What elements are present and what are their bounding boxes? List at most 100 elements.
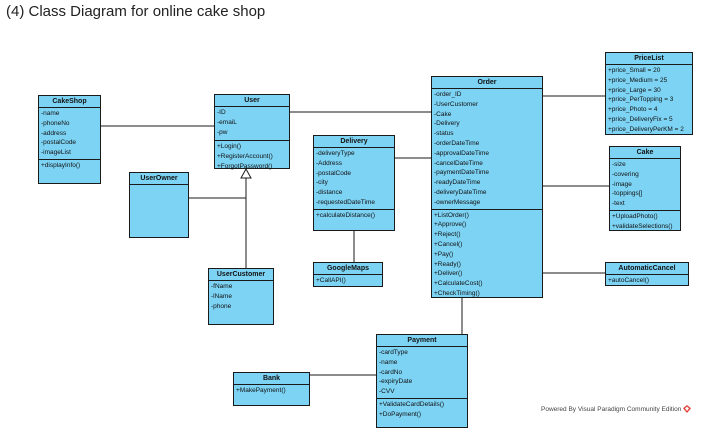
attributes-section: -order_ID -UserCustomer -Cake -Delivery … (432, 89, 542, 210)
attributes-section: +price_Small = 20 +price_Medium = 25 +pr… (606, 65, 692, 136)
class-name: AutomaticCancel (606, 263, 688, 275)
attribute: -UserCustomer (434, 100, 479, 108)
operation: +displayInfo() (41, 161, 81, 169)
class-name: CakeShop (39, 96, 100, 108)
class-cakeshop[interactable]: CakeShop -name -phoneNo -address -postal… (38, 95, 101, 184)
class-payment[interactable]: Payment -cardType -name -cardNo -expiryD… (376, 334, 468, 428)
attribute: -Cake (434, 110, 452, 118)
operation: +Ready() (434, 260, 461, 268)
attribute: -text (612, 200, 625, 208)
class-name: Cake (610, 147, 680, 159)
attribute: -cardType (379, 349, 408, 356)
attribute: +price_Small = 20 (608, 67, 661, 74)
class-name: GoogleMaps (314, 263, 382, 275)
attribute: -approvalDateTime (434, 149, 490, 157)
attribute: -cardNo (379, 368, 403, 376)
class-cake[interactable]: Cake -size -covering -image -toppings[] … (609, 146, 681, 231)
attribute: -size (612, 161, 626, 168)
attribute: -city (316, 179, 328, 187)
operations-section: +Login() +RegisterAccount() +ForgotPassw… (215, 141, 289, 172)
class-order[interactable]: Order -order_ID -UserCustomer -Cake -Del… (431, 76, 543, 298)
attribute: +price_DeliveryPerKM = 2 (608, 125, 684, 133)
operation: +Deliver() (434, 270, 463, 278)
attribute: -pw (217, 128, 228, 136)
operation: +ForgotPassword() (217, 162, 273, 170)
attribute: -requestedDateTime (316, 198, 376, 206)
class-name: User (215, 95, 289, 107)
attribute: -address (41, 129, 67, 137)
attribute: -image (612, 180, 632, 188)
operation: +Approve() (434, 221, 467, 229)
attribute: -expiryDate (379, 378, 413, 386)
operations-section: +autoCancel() (606, 275, 688, 287)
operation: +ValidateCardDetails() (379, 400, 445, 408)
operations-section: +displayInfo() (39, 160, 100, 172)
visual-paradigm-logo-icon (683, 405, 692, 413)
generalization-userowner (185, 178, 247, 208)
attribute: +price_PerTopping = 3 (608, 96, 674, 104)
class-name: Order (432, 77, 542, 89)
operations-section: +CallAPI() (314, 275, 382, 287)
class-googlemaps[interactable]: GoogleMaps +CallAPI() (313, 262, 383, 287)
class-delivery[interactable]: Delivery -deliveryType -Address -postalC… (313, 135, 395, 231)
operation: +autoCancel() (608, 277, 650, 284)
class-name: PriceList (606, 53, 692, 65)
class-name: UserCustomer (209, 269, 273, 281)
attribute: -name (379, 358, 398, 366)
attribute: +price_Photo = 4 (608, 106, 658, 114)
attribute: -distance (316, 189, 343, 197)
footer: Powered By Visual Paradigm Community Edi… (541, 405, 692, 413)
attribute: -status (434, 130, 454, 138)
class-automaticcancel[interactable]: AutomaticCancel +autoCancel() (605, 262, 689, 286)
attribute: -ownerMessage (434, 198, 481, 206)
attributes-section: -cardType -name -cardNo -expiryDate -CVV (377, 347, 467, 399)
operation: +MakePayment() (236, 387, 286, 394)
class-pricelist[interactable]: PriceList +price_Small = 20 +price_Mediu… (605, 52, 693, 135)
footer-text: Powered By Visual Paradigm Community Edi… (541, 405, 682, 413)
attribute: +price_DeliveryFix = 5 (608, 115, 673, 123)
operation: +Reject() (434, 231, 461, 239)
attribute: -ID (217, 109, 226, 116)
class-usercustomer[interactable]: UserCustomer -fName -lName -phone (208, 268, 274, 325)
operation: +CallAPI() (316, 277, 346, 284)
attribute: +price_Medium = 25 (608, 76, 668, 84)
attribute: -toppings[] (612, 190, 643, 198)
diagram-title: (4) Class Diagram for online cake shop (6, 3, 266, 20)
attribute: -emaiL (217, 118, 237, 126)
attribute: -CVV (379, 388, 395, 396)
operation: +CalculateCost() (434, 280, 483, 288)
operation: +UploadPhoto() (612, 212, 658, 220)
class-name: Delivery (314, 136, 394, 148)
operation: +validateSelections() (612, 222, 673, 230)
attribute: -readyDateTime (434, 179, 481, 187)
attribute: -covering (612, 170, 639, 178)
generalization-arrowhead (240, 167, 252, 179)
attribute: -fName (211, 283, 233, 290)
class-user[interactable]: User -ID -emaiL -pw +Login() +RegisterAc… (214, 94, 290, 172)
operation: +Cancel() (434, 240, 463, 248)
attribute: -postalCode (41, 139, 77, 147)
operation: +Pay() (434, 250, 454, 258)
operation: +CheckTiming() (434, 289, 480, 297)
class-bank[interactable]: Bank +MakePayment() (233, 372, 310, 406)
operation: +Login() (217, 143, 242, 150)
attribute: -paymentDateTime (434, 169, 490, 177)
operations-section: +UploadPhoto() +validateSelections() (610, 211, 680, 233)
class-userowner[interactable]: UserOwner (129, 172, 189, 238)
attribute: -order_ID (434, 91, 462, 98)
attribute: -cancelDateTime (434, 159, 483, 167)
operations-section: +ValidateCardDetails() +DoPayment() (377, 399, 467, 421)
attributes-section: -deliveryType -Address -postalCode -city… (314, 148, 394, 210)
attributes-section: -size -covering -image -toppings[] -text (610, 159, 680, 211)
attribute: -phone (211, 302, 232, 310)
attribute: -name (41, 110, 60, 117)
attribute: -imageList (41, 149, 71, 157)
class-name: UserOwner (130, 173, 188, 185)
class-name: Bank (234, 373, 309, 385)
operation: +ListOrder() (434, 211, 469, 219)
attribute: -postalCode (316, 169, 352, 177)
operation: +RegisterAccount() (217, 152, 273, 160)
operation: +calculateDistance() (316, 211, 376, 219)
attributes-section: -ID -emaiL -pw (215, 107, 289, 141)
